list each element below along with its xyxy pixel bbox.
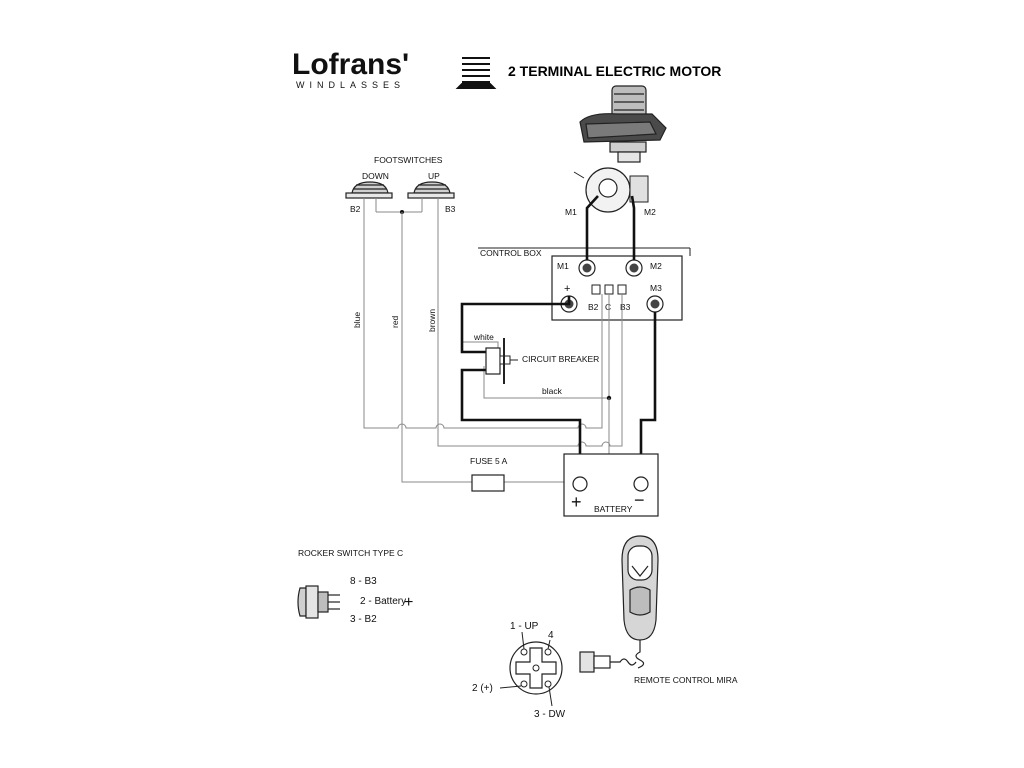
cb-terminal-m2 xyxy=(625,259,643,277)
windlass-drawing xyxy=(579,85,667,163)
footswitch-down-label: DOWN xyxy=(362,171,389,181)
cb-c-label: C xyxy=(605,302,611,312)
wire-blue xyxy=(363,198,603,429)
motor xyxy=(573,167,649,213)
battery-terminal-minus xyxy=(633,476,649,492)
footswitch-b3-label: B3 xyxy=(445,204,456,214)
connector-pin4: 4 xyxy=(548,630,554,641)
rocker-pin8: 8 - B3 xyxy=(350,576,377,587)
cb-terminal-m3 xyxy=(646,295,664,313)
wire-plus-to-breaker xyxy=(460,296,571,354)
footswitch-b2-label: B2 xyxy=(350,204,361,214)
rocker-title: ROCKER SWITCH TYPE C xyxy=(298,548,403,558)
cb-plus-label: + xyxy=(564,283,570,295)
footswitches-title: FOOTSWITCHES xyxy=(374,155,443,165)
battery-label: BATTERY xyxy=(594,504,633,514)
brand-subtitle: WINDLASSES xyxy=(296,80,405,90)
control-box-label: CONTROL BOX xyxy=(480,248,542,258)
cb-m2-label: M2 xyxy=(650,261,662,271)
circuit-breaker-label: CIRCUIT BREAKER xyxy=(522,354,599,364)
battery-minus-sign: − xyxy=(634,490,645,510)
wire-motor-m2 xyxy=(630,195,636,260)
connector-pin1: 1 - UP xyxy=(510,621,539,632)
wire-black xyxy=(483,366,609,399)
cb-m3-label: M3 xyxy=(650,283,662,293)
connector-pin2: 2 (+) xyxy=(472,683,493,694)
wire-motor-m1 xyxy=(585,195,599,260)
windlass-logo-icon xyxy=(455,57,497,89)
remote-control xyxy=(621,535,659,669)
rocker-pin2-sign: + xyxy=(404,594,413,611)
cb-b3-label: B3 xyxy=(620,302,631,312)
remote-label: REMOTE CONTROL MIRA xyxy=(634,675,738,685)
wire-blue-label: blue xyxy=(352,312,362,328)
connector-pin3: 3 - DW xyxy=(534,709,566,720)
wire-red-label: red xyxy=(390,315,400,328)
footswitch-down xyxy=(345,181,393,199)
fuse xyxy=(471,474,505,492)
rocker-pin3: 3 - B2 xyxy=(350,614,377,625)
footswitch-common-wire xyxy=(375,198,423,214)
battery-plus-sign: + xyxy=(571,492,582,512)
circuit-breaker xyxy=(485,338,518,384)
cb-small-terminals xyxy=(591,284,627,295)
page-title: 2 TERMINAL ELECTRIC MOTOR xyxy=(508,63,721,79)
wire-black-label: black xyxy=(542,386,563,396)
remote-plug-icon xyxy=(579,651,637,673)
rocker-pin2: 2 - Battery xyxy=(360,596,406,607)
motor-m2-label: M2 xyxy=(644,207,656,217)
wire-red xyxy=(401,212,478,483)
footswitch-up xyxy=(407,181,455,199)
connector xyxy=(499,631,563,707)
motor-m1-label: M1 xyxy=(565,207,577,217)
logo: Lofrans' WINDLASSES xyxy=(292,48,497,90)
cb-b2-label: B2 xyxy=(588,302,599,312)
wire-m3-to-battery xyxy=(639,312,657,480)
cb-terminal-m1 xyxy=(578,259,596,277)
rocker-switch xyxy=(297,585,340,619)
cb-m1-label: M1 xyxy=(557,261,569,271)
wire-brown xyxy=(437,198,623,447)
brand-name: Lofrans' xyxy=(292,48,409,81)
footswitch-up-label: UP xyxy=(428,171,440,181)
battery-terminal-plus xyxy=(572,476,588,492)
fuse-label: FUSE 5 A xyxy=(470,456,508,466)
wire-white-label: white xyxy=(473,332,494,342)
wire-breaker-to-battery xyxy=(460,368,582,480)
wire-brown-label: brown xyxy=(427,309,437,332)
